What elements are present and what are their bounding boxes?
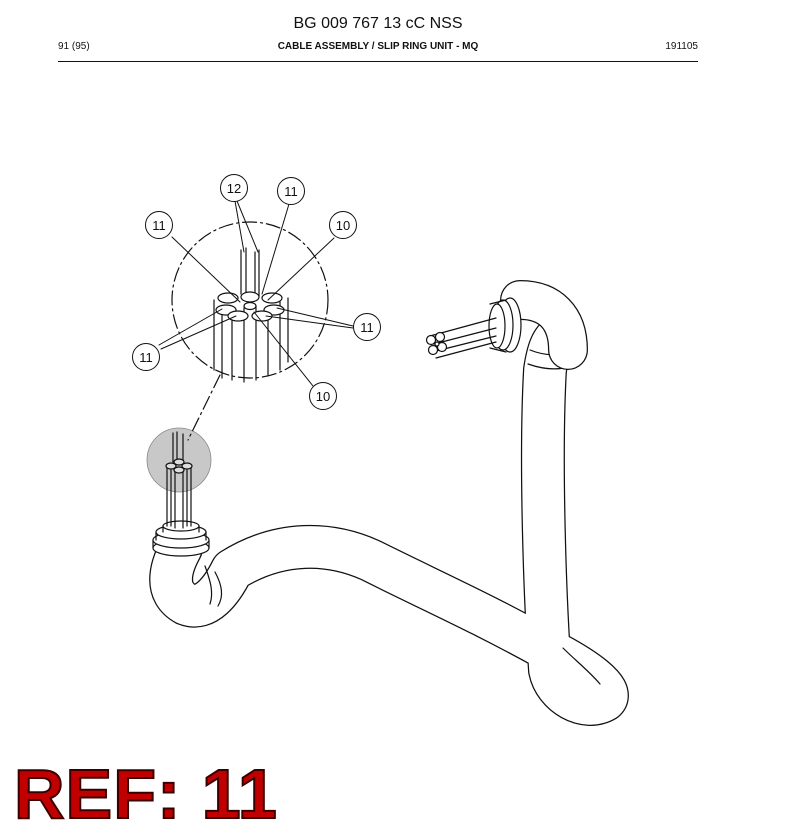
callout-item-12: 12: [220, 174, 248, 202]
callout-label: 12: [227, 181, 241, 196]
callout-label: 11: [139, 350, 153, 365]
left-cable-end: [146, 427, 212, 557]
callout-item-10: 10: [309, 382, 337, 410]
callout-item-10: 10: [329, 211, 357, 239]
detail-view: [171, 221, 329, 441]
header-row: 91 (95) CABLE ASSEMBLY / SLIP RING UNIT …: [58, 41, 698, 55]
ref-label: REF: 11: [13, 754, 278, 834]
callout-label: 10: [336, 218, 350, 233]
hose-crease: [204, 565, 213, 605]
callout-item-11: 11: [132, 343, 160, 371]
document-number: BG 009 767 13 cC NSS: [293, 15, 463, 32]
hose-tube: [149, 313, 629, 726]
callout-bubbles: 12 11 11 10 11 11 10: [132, 174, 381, 410]
page-number: 91 (95): [58, 41, 90, 52]
callout-item-11: 11: [277, 177, 305, 205]
callout-item-11: 11: [145, 211, 173, 239]
hose-crease: [214, 571, 223, 607]
callout-label: 11: [152, 218, 166, 233]
section-title: CABLE ASSEMBLY / SLIP RING UNIT - MQ: [277, 41, 479, 52]
callout-label: 10: [316, 389, 330, 404]
right-cable-end: [425, 280, 588, 370]
header-rule: [58, 61, 698, 62]
leader-lines: [158, 200, 354, 387]
callout-label: 11: [360, 320, 374, 335]
callout-item-11: 11: [353, 313, 381, 341]
date-code: 191105: [665, 41, 698, 52]
hose-crease: [562, 647, 601, 685]
callout-label: 11: [284, 184, 298, 199]
